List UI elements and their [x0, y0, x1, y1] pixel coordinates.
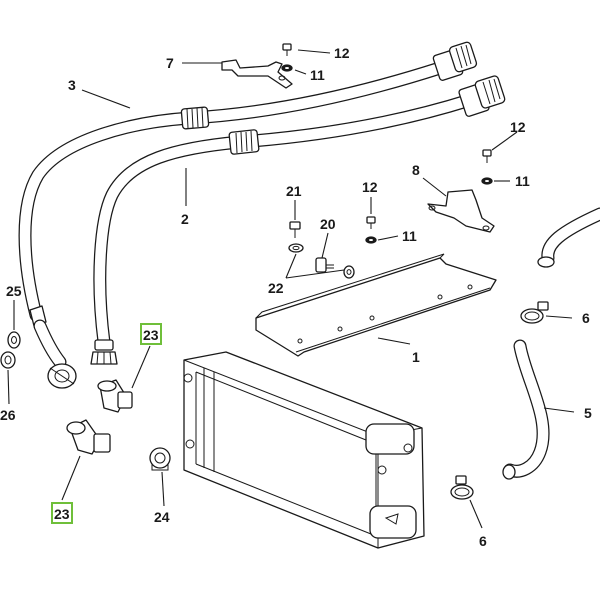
callout-7: 7: [166, 55, 174, 71]
callout-12-center: 12: [362, 179, 378, 195]
highlight-box-23-lower: [51, 502, 73, 524]
callout-11-center: 11: [402, 228, 417, 244]
callout-22: 22: [268, 280, 284, 296]
plug-24: [149, 447, 171, 471]
screw-12-top: [282, 43, 292, 56]
plug-26: [0, 351, 16, 369]
callout-24: 24: [154, 509, 170, 525]
screw-20: [315, 257, 334, 273]
callout-25: 25: [6, 283, 22, 299]
callout-21: 21: [286, 183, 302, 199]
callout-6-upper: 6: [582, 310, 590, 326]
elbow-fitting-23-lower: [66, 419, 111, 455]
screw-12-right: [482, 149, 492, 163]
callout-1: 1: [412, 349, 420, 365]
callout-12-right: 12: [510, 119, 526, 135]
oil-cooler: [183, 351, 425, 549]
washer-11-center: [365, 236, 377, 244]
hose-clamp-6-upper: [520, 301, 549, 324]
callout-26: 26: [0, 407, 16, 423]
hose-2: [90, 75, 506, 365]
washer-22-left: [288, 243, 304, 253]
screw-21: [289, 221, 301, 238]
washer-11-top: [281, 64, 293, 72]
bracket-7: [221, 59, 293, 89]
hose-5: [502, 207, 600, 480]
callout-11-right: 11: [515, 173, 530, 189]
callout-11-top: 11: [310, 67, 325, 83]
elbow-fitting-23-upper: [97, 379, 133, 413]
washer-11-right: [481, 177, 493, 185]
callout-8: 8: [412, 162, 420, 178]
mounting-plate-1: [255, 253, 497, 357]
seal-25: [7, 331, 21, 349]
callout-23-upper: 23: [143, 327, 159, 343]
highlight-box-23-upper: [140, 323, 162, 345]
bracket-8: [427, 189, 495, 233]
callout-3: 3: [68, 77, 76, 93]
washer-22-right: [343, 265, 355, 279]
hose-3: [18, 41, 478, 389]
leader-lines: [7, 49, 575, 529]
callout-23-lower: 23: [54, 506, 70, 522]
callout-5: 5: [584, 405, 592, 421]
hose-clamp-6-lower: [450, 475, 474, 500]
callout-20: 20: [320, 216, 336, 232]
callout-6-lower: 6: [479, 533, 487, 549]
callout-12-top: 12: [334, 45, 350, 61]
callout-2: 2: [181, 211, 189, 227]
screw-12-center: [366, 216, 376, 229]
